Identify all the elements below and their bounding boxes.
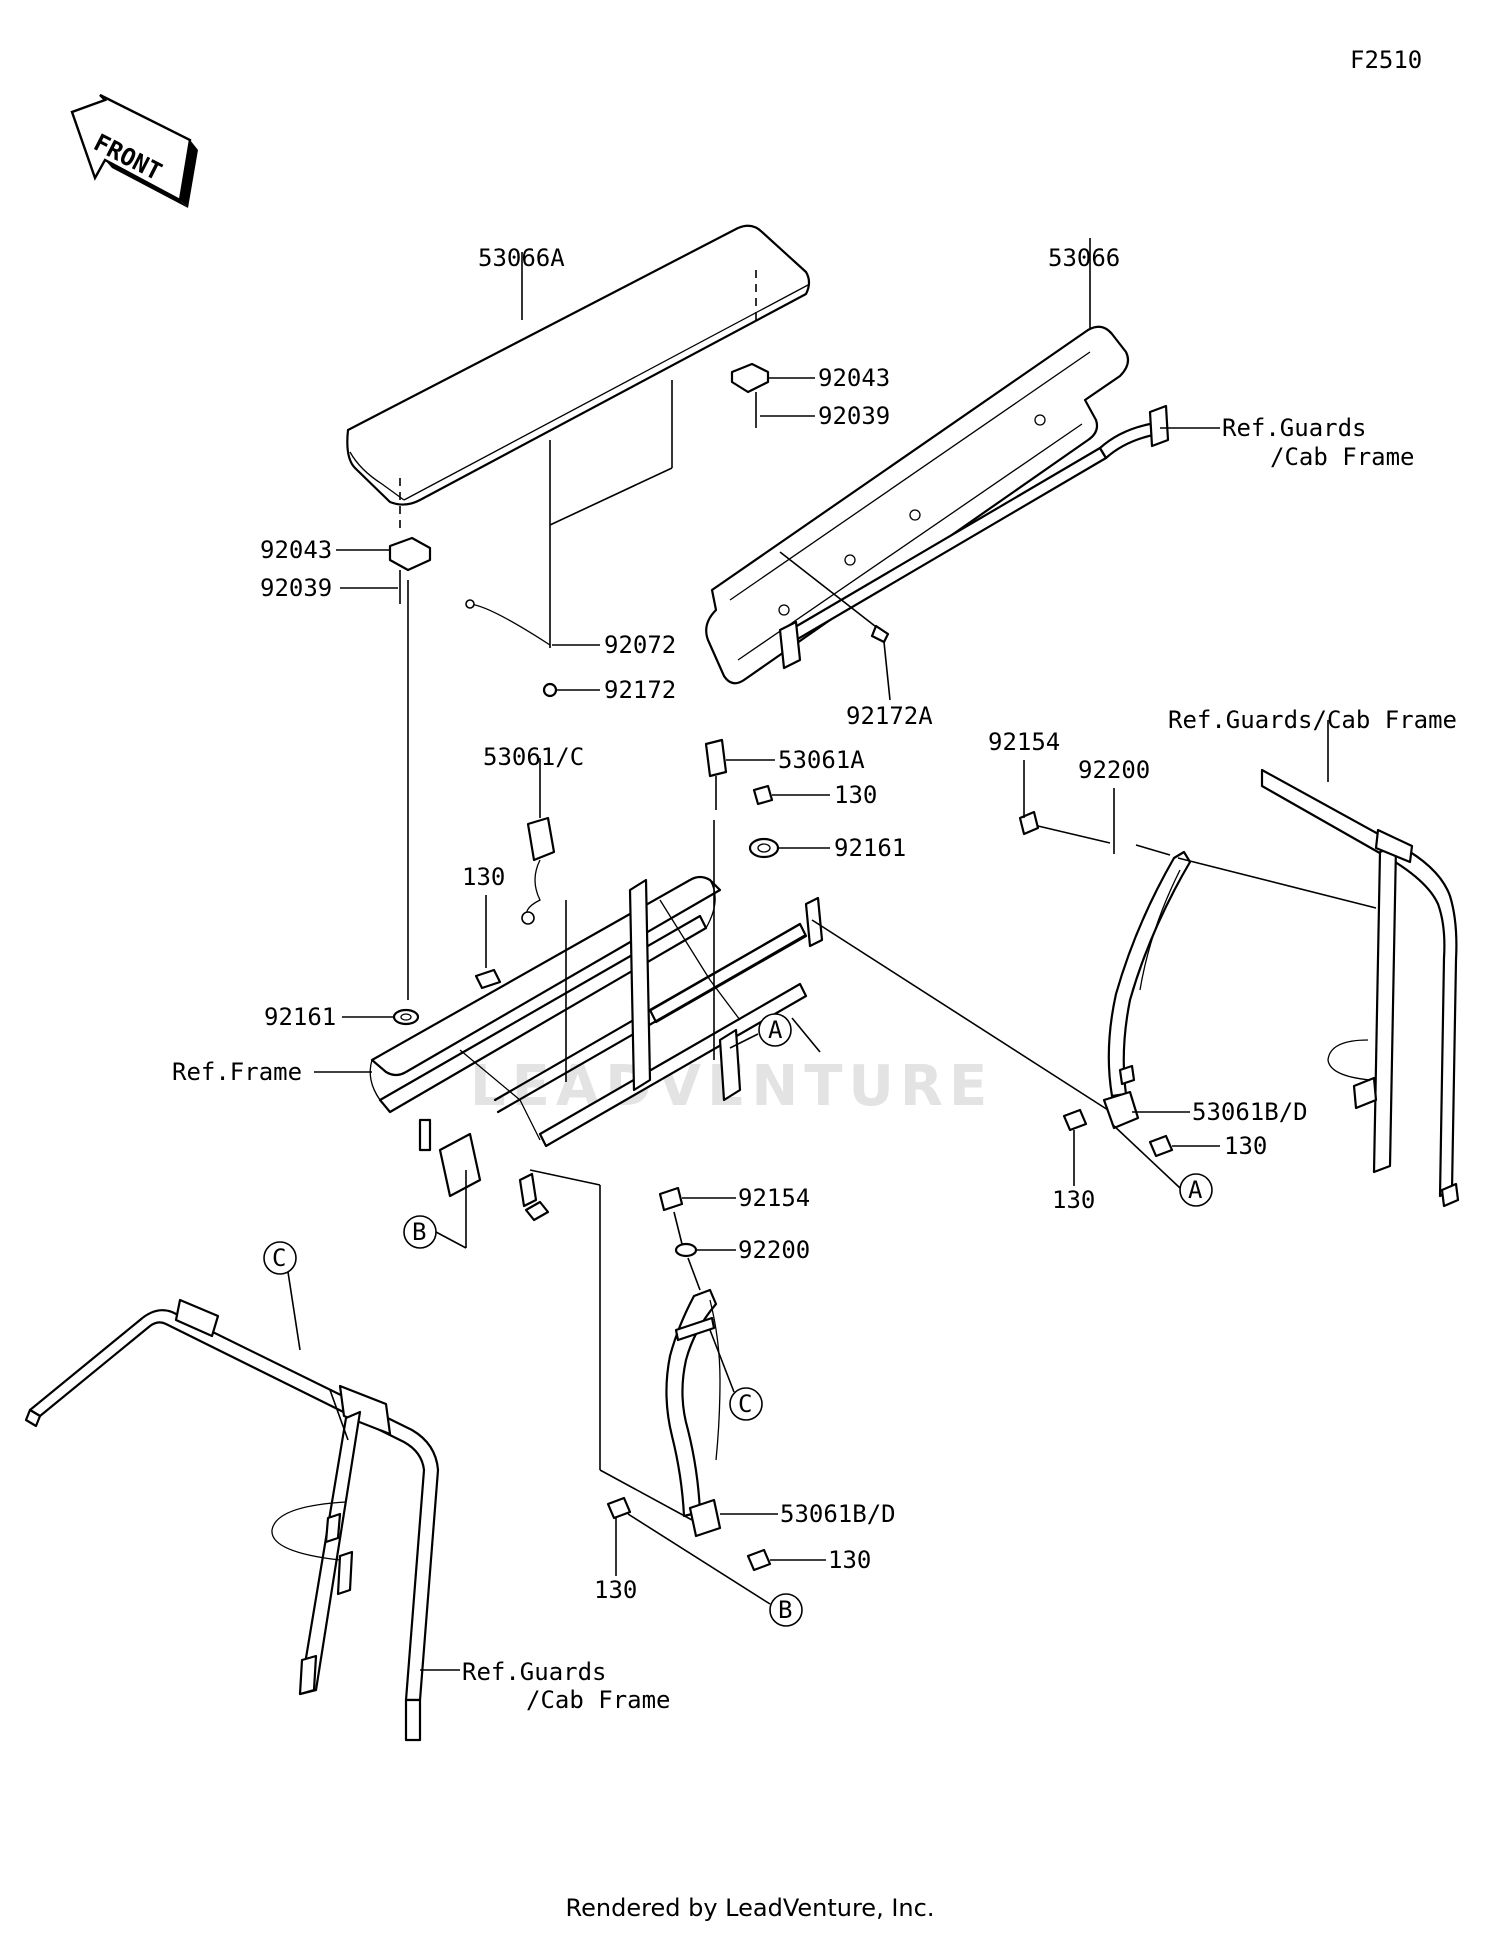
- diagram-code: F2510: [1350, 46, 1422, 74]
- label-130-d: 130: [1224, 1132, 1267, 1160]
- callout-c-left: [263, 1241, 297, 1275]
- cab-frame-right: [1260, 768, 1460, 1208]
- label-92039-left: 92039: [260, 574, 332, 602]
- label-92161-left: 92161: [264, 1003, 336, 1031]
- callout-c-center-label: C: [738, 1390, 752, 1418]
- bolt-130-a: [752, 784, 774, 806]
- callout-a-right-label: A: [1188, 1176, 1203, 1204]
- callout-a-center: [758, 1013, 792, 1047]
- label-ref-frame: Ref.Frame: [172, 1058, 302, 1086]
- front-arrow-icon: FRONT: [70, 93, 198, 208]
- label-92172A: 92172A: [846, 702, 933, 730]
- label-130-c: 130: [1052, 1186, 1095, 1214]
- bolt-92154-center: [658, 1186, 684, 1212]
- label-92200-center: 92200: [738, 1236, 810, 1264]
- cab-frame-left: [24, 1298, 440, 1742]
- hinge-bracket-top: [730, 362, 770, 394]
- label-92043-left: 92043: [260, 536, 332, 564]
- seatbelt-buckle-53061C: [521, 816, 556, 925]
- label-53061C: 53061/C: [483, 743, 584, 771]
- label-92154-center: 92154: [738, 1184, 810, 1212]
- callout-b-center-label: B: [778, 1596, 792, 1624]
- label-92043-top: 92043: [818, 364, 890, 392]
- seatbelt-retractor-center: [665, 1288, 722, 1538]
- label-92161-right: 92161: [834, 834, 906, 862]
- seatbelt-buckle-53061A: [704, 738, 728, 810]
- seatbelt-retractor-right: [1102, 850, 1192, 1130]
- label-ref-guards-bottom-2: /Cab Frame: [526, 1686, 671, 1714]
- label-130-f: 130: [828, 1546, 871, 1574]
- label-53066A: 53066A: [478, 244, 565, 272]
- label-92172: 92172: [604, 676, 676, 704]
- bolt-130-f: [746, 1548, 772, 1572]
- washer-92200-center: [674, 1242, 698, 1258]
- label-92154-right: 92154: [988, 728, 1060, 756]
- callout-c-left-label: C: [272, 1244, 286, 1272]
- label-ref-guards-right: Ref.Guards/Cab Frame: [1168, 706, 1457, 734]
- washer-92161-left: [392, 1008, 420, 1026]
- label-130-e: 130: [594, 1576, 637, 1604]
- label-130-b: 130: [462, 863, 505, 891]
- bolt-130-c: [1062, 1108, 1088, 1132]
- label-53061A: 53061A: [778, 746, 865, 774]
- label-53066: 53066: [1048, 244, 1120, 272]
- seat-backrest: [705, 325, 1130, 685]
- washer-92161-right: [748, 837, 780, 859]
- hinge-bracket-left: [388, 536, 432, 572]
- backrest-mount-bar: [778, 404, 1170, 670]
- label-ref-guards-top-2: /Cab Frame: [1270, 443, 1415, 471]
- label-92200-right: 92200: [1078, 756, 1150, 784]
- label-ref-guards-top-1: Ref.Guards: [1222, 414, 1367, 442]
- label-92039-top: 92039: [818, 402, 890, 430]
- seat-cushion: [346, 224, 811, 506]
- bolt-130-d: [1148, 1134, 1174, 1158]
- label-53061BD-right: 53061B/D: [1192, 1098, 1308, 1126]
- callout-a-right: [1179, 1173, 1213, 1207]
- footer-credit: Rendered by LeadVenture, Inc.: [565, 1894, 935, 1922]
- bolt-92154-right: [1018, 810, 1040, 836]
- seat-frame: [369, 875, 824, 1222]
- callout-c-center: [729, 1387, 763, 1421]
- label-130-a: 130: [834, 781, 877, 809]
- bolt-130-e: [606, 1496, 632, 1520]
- callout-a-center-label: A: [768, 1016, 783, 1044]
- label-ref-guards-bottom-1: Ref.Guards: [462, 1658, 607, 1686]
- callout-b-left-label: B: [412, 1218, 426, 1246]
- label-92072: 92072: [604, 631, 676, 659]
- bolt-130-b: [474, 968, 502, 990]
- callout-b-center: [769, 1593, 803, 1627]
- label-53061BD-center: 53061B/D: [780, 1500, 896, 1528]
